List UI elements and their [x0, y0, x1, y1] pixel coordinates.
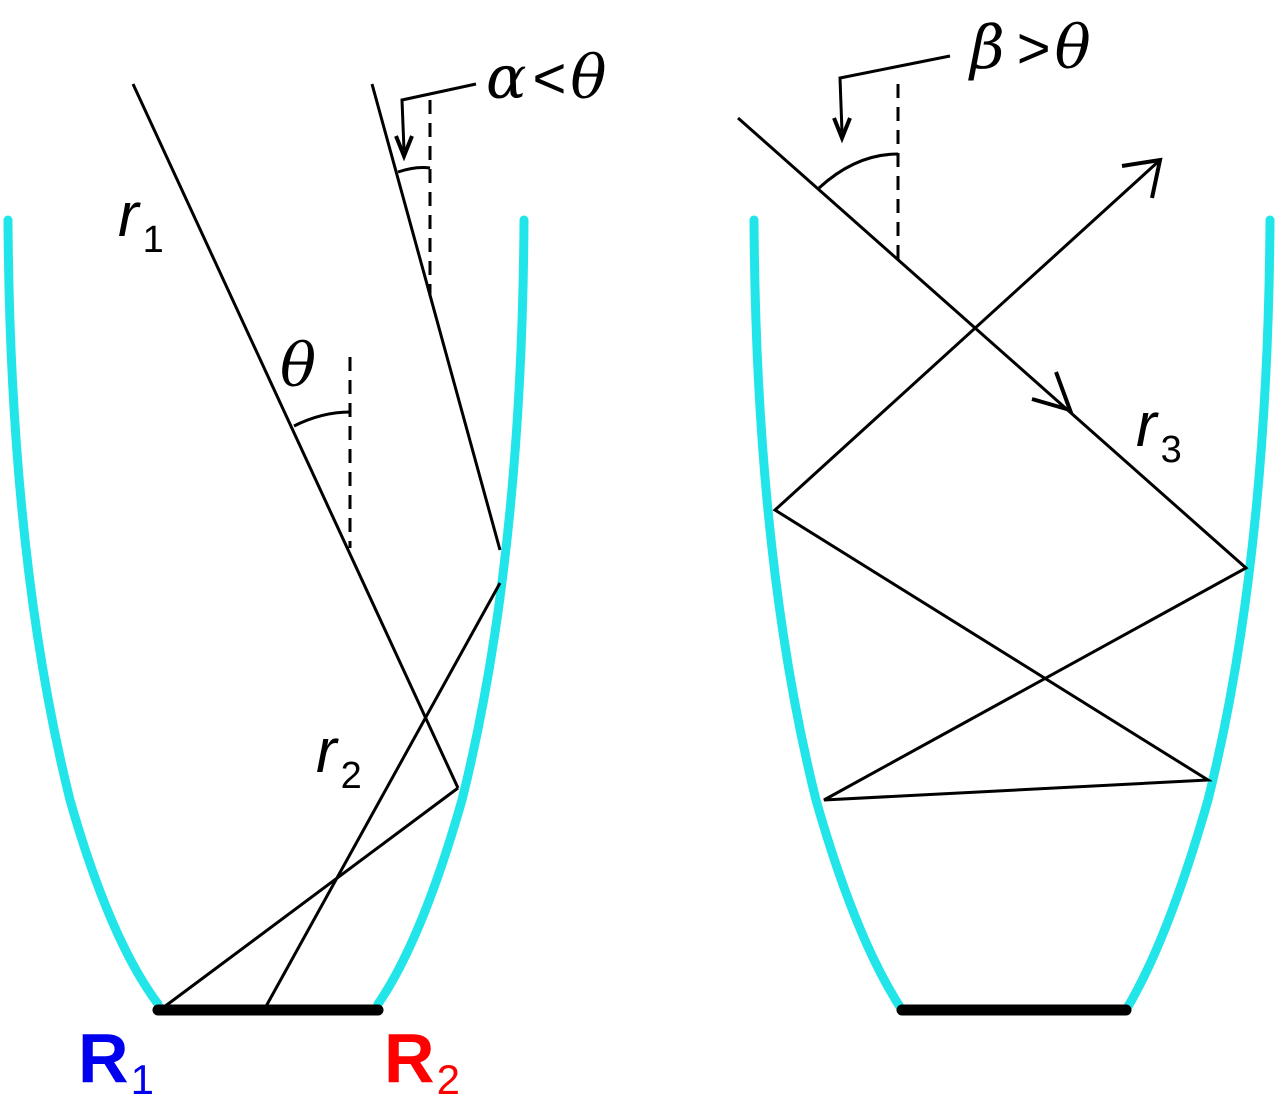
beta-gt-theta-label: β>θ — [968, 13, 1091, 83]
alpha-leader-line — [400, 82, 477, 151]
beta-leader-arrowhead — [832, 117, 852, 144]
ray-r2-reflected — [262, 582, 502, 1011]
right-concentrator-left-mirror — [749, 215, 907, 1015]
theta-label: θ — [280, 331, 316, 401]
theta-arc — [293, 410, 351, 428]
beta-leader-line — [838, 54, 951, 133]
alpha-arc — [397, 166, 431, 174]
left-concentrator-left-mirror — [3, 215, 163, 1009]
ray-r1 — [131, 83, 460, 789]
R2-label: R2 — [384, 1019, 460, 1102]
left-concentrator — [3, 82, 529, 1016]
ray-r3-exit-arrowhead — [1121, 157, 1163, 199]
ray-r3-path — [737, 116, 1249, 802]
left-concentrator-right-mirror — [373, 215, 529, 1009]
ray-r2 — [370, 83, 502, 551]
R1-label: R1 — [78, 1019, 154, 1102]
ray-r1-reflected — [159, 786, 459, 1012]
right-concentrator-right-mirror — [1121, 215, 1275, 1015]
alpha-lt-theta-label: α<θ — [486, 43, 607, 113]
alpha-leader-arrowhead — [394, 135, 414, 162]
beta-arc — [817, 152, 899, 190]
ray-r3-arrowhead — [1031, 371, 1074, 414]
right-concentrator — [737, 54, 1275, 1016]
